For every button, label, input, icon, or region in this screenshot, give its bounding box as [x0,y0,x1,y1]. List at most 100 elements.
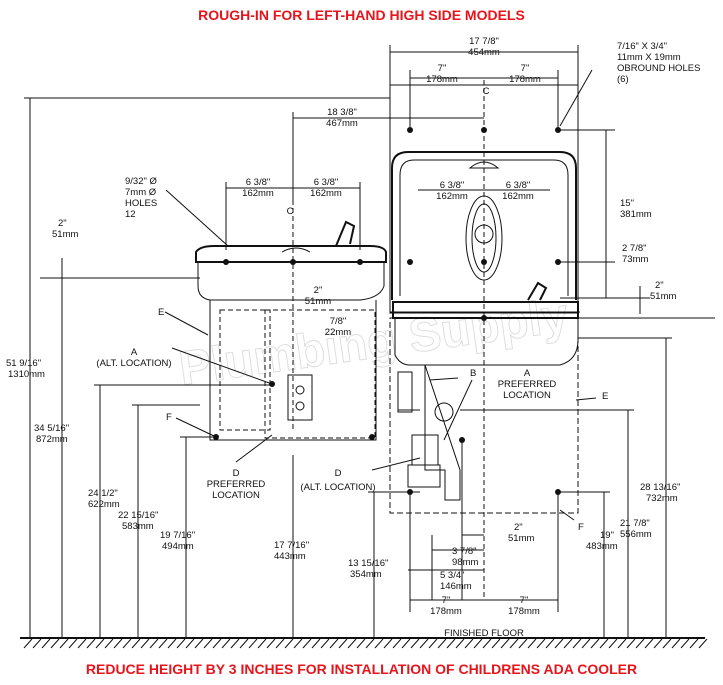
floor-hatch-mark [122,638,132,649]
dim-17-7-8-in: 17 7/8" [469,36,499,47]
dim-5-3-4-in: 5 3/4" [440,570,465,581]
floor-hatch-mark [239,638,249,649]
floor-hatch-mark [644,638,654,649]
dim-7c-in: 7" [442,595,451,606]
dim-l638b-in: 6 3/8" [314,177,339,188]
floor-hatch-mark [23,638,33,649]
floor-hatch-mark [473,638,483,649]
dim-34-5-16-mm: 872mm [36,434,68,445]
floor-hatch-mark [149,638,159,649]
floor-hatch-mark [104,638,114,649]
dim-18-3-8-in: 18 3/8" [327,107,357,118]
dim-r638b-mm: 162mm [502,191,534,202]
floor-hatch-mark [527,638,537,649]
dim-2c-in: 2" [314,285,323,296]
a-alt-text: (ALT. LOCATION) [96,358,171,369]
dim-r638a-mm: 162mm [436,191,468,202]
floor-hatch-mark [446,638,456,649]
floor-hatch-mark [410,638,420,649]
dim-19-mm: 483mm [586,541,618,552]
dim-7b-mm: 178mm [509,74,541,85]
floor-hatch-mark [392,638,402,649]
dim-21-7-8-in: 21 7/8" [620,518,650,529]
d-alt-letter: D [335,468,342,479]
floor-hatch-mark [59,638,69,649]
floor-hatch-mark [203,638,213,649]
d-alt-text: (ALT. LOCATION) [300,482,375,493]
dim-7a-in: 7" [438,63,447,74]
floor-hatch-mark [608,638,618,649]
dim-17-7-8-mm: 454mm [468,47,500,58]
dim-l638a-mm: 162mm [242,188,274,199]
floor-hatch-mark [689,638,699,649]
dim-7-8-in: 7/8" [330,316,347,327]
floor-hatch-mark [482,638,492,649]
dimension-lines [24,45,715,638]
floor-hatch-mark [176,638,186,649]
a-pref-text-2: LOCATION [503,390,551,401]
floor-hatch-mark [455,638,465,649]
dim-7a-mm: 178mm [426,74,458,85]
floor-hatch-mark [509,638,519,649]
obround-note-2: 11mm X 19mm [617,52,681,63]
dim-51-9-16-mm: 1310mm [8,369,45,380]
footer-note: REDUCE HEIGHT BY 3 INCHES FOR INSTALLATI… [85,661,638,677]
floor-hatch-mark [266,638,276,649]
floor-hatch-mark [32,638,42,649]
label-e-right: E [602,391,608,402]
d-pref-letter: D [233,468,240,479]
floor-hatch-mark [131,638,141,649]
floor-hatch-mark [464,638,474,649]
floor-hatch-mark [581,638,591,649]
label-e-left: E [158,307,164,318]
dim-34-5-16-in: 34 5/16" [34,423,69,434]
finished-floor [20,637,708,649]
dim-3-7-8-mm: 98mm [452,557,478,568]
floor-hatch-mark [257,638,267,649]
dim-2-7-8-in: 2 7/8" [622,243,647,254]
floor-hatch-mark [221,638,231,649]
floor-hatch-mark [311,638,321,649]
dim-15-mm: 381mm [620,209,652,220]
floor-hatch-mark [671,638,681,649]
dim-5-3-4-mm: 146mm [440,581,472,592]
holes-note-1: 9/32" Ø [125,176,158,187]
obround-note-4: (6) [617,74,629,85]
floor-hatch-mark [626,638,636,649]
floor-hatch-mark [599,638,609,649]
a-alt-letter: A [131,347,138,358]
floor-hatch-mark [680,638,690,649]
floor-hatch-mark [158,638,168,649]
holes-note-3: HOLES [125,198,157,209]
dim-17-7-16-in: 17 7/16" [274,540,309,551]
dim-7b-in: 7" [521,63,530,74]
dim-2a-mm: 51mm [52,229,78,240]
a-pref-letter: A [524,368,531,379]
floor-hatch-mark [356,638,366,649]
label-f-right: F [578,522,584,533]
floor-hatch-mark [365,638,375,649]
d-pref-text-2: LOCATION [212,490,260,501]
dim-2b-in: 2" [655,280,664,291]
dim-r638a-in: 6 3/8" [440,180,465,191]
floor-hatch-mark [572,638,582,649]
d-pref-text-1: PREFERRED [207,479,266,490]
floor-hatch-mark [320,638,330,649]
floor-hatch-mark [545,638,555,649]
dim-7c-mm: 178mm [430,606,462,617]
floor-hatch-mark [374,638,384,649]
dim-19-7-16-mm: 494mm [162,541,194,552]
floor-hatch-mark [230,638,240,649]
floor-hatch-mark [401,638,411,649]
holes-note-4: 12 [125,209,136,220]
dim-r638b-in: 6 3/8" [506,180,531,191]
floor-hatch-mark [698,638,708,649]
dim-19-7-16-in: 19 7/16" [160,530,195,541]
dim-21-7-8-mm: 556mm [620,529,652,540]
dim-24-1-2-mm: 622mm [88,499,120,510]
floor-hatch-mark [212,638,222,649]
floor-hatch-mark [140,638,150,649]
dim-7d-in: 7" [520,595,529,606]
dimension-labels: 17 7/8" 454mm 7" 178mm 7" 178mm C 7/16" … [6,36,700,639]
